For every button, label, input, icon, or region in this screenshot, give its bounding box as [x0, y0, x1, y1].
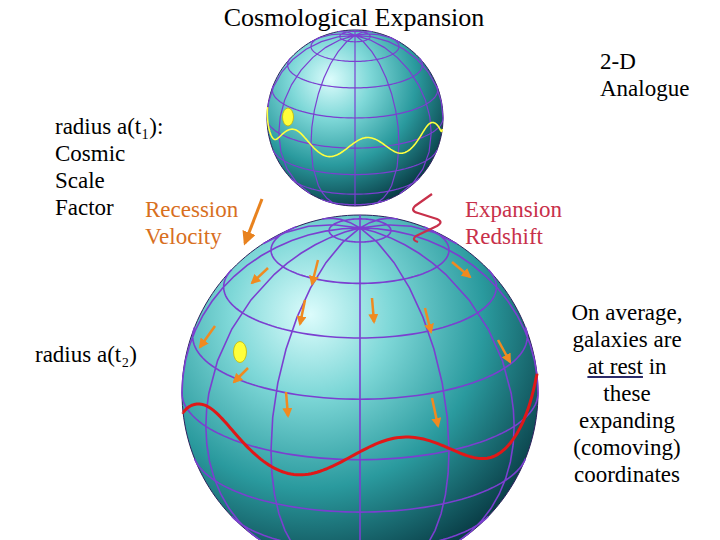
- light-wave: [267, 107, 442, 156]
- recession-arrow: [200, 326, 215, 347]
- grid-lines: [267, 30, 443, 206]
- title-holder: Cosmological Expansion: [0, 3, 714, 33]
- radius-label: radius a(t₂): [35, 341, 137, 368]
- recession-arrow: [425, 308, 431, 332]
- sphere-surface: [267, 30, 443, 206]
- recession-arrow: [498, 340, 510, 362]
- recession-arrow: [372, 298, 374, 322]
- note-text-holder: On average, galaxies are at rest in thes…: [565, 299, 689, 488]
- galaxy-dot: [234, 342, 247, 363]
- scale-label-holder: radius a(t₁):: [55, 113, 163, 140]
- velocity-label-holder: Recession Velocity: [145, 196, 257, 250]
- redshift-label: Expansion Redshift: [465, 196, 580, 250]
- scale-label-holder: Cosmic Scale Factor: [55, 140, 135, 221]
- sub-caption: 2-D Analogue: [600, 48, 700, 102]
- recession-arrow: [452, 262, 470, 277]
- velocity-label: Recession Velocity: [145, 196, 257, 250]
- recession-arrow: [432, 398, 438, 426]
- title: Cosmological Expansion: [0, 3, 714, 33]
- recession-arrow: [312, 260, 318, 284]
- light-wave: [183, 374, 537, 475]
- sphere-surface: [182, 215, 538, 540]
- recession-arrows: [200, 260, 510, 426]
- recession-arrow: [286, 392, 288, 416]
- grid-lines: [182, 215, 538, 540]
- redshift-squiggle: [413, 194, 440, 242]
- recession-arrow: [300, 300, 305, 324]
- radius-label-holder: radius a(t₂): [35, 341, 137, 368]
- scale-label: radius a(t₁):: [55, 113, 163, 140]
- small-sphere: [267, 30, 443, 206]
- redshift-label-holder: Expansion Redshift: [465, 196, 580, 250]
- scale-label: Cosmic Scale Factor: [55, 140, 135, 221]
- sub-caption-holder: 2-D Analogue: [600, 48, 700, 102]
- velocity-arrow: [245, 199, 262, 243]
- galaxy-dot: [283, 108, 294, 126]
- large-sphere: [182, 215, 538, 540]
- note-text: On average, galaxies are at rest in thes…: [565, 299, 689, 488]
- recession-arrow: [234, 368, 248, 382]
- recession-arrow: [252, 268, 268, 283]
